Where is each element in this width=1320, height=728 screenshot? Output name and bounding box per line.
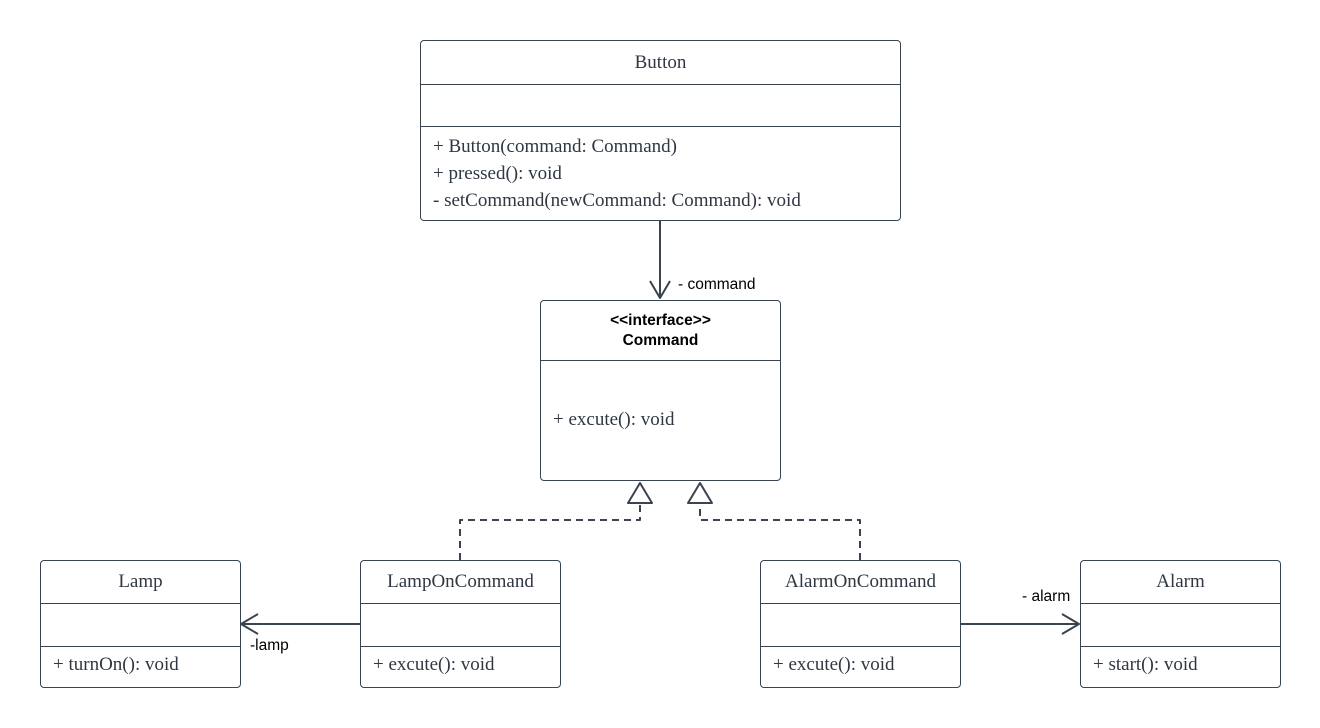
command-interface-header: <<interface>> Command bbox=[541, 301, 780, 361]
command-role-label: - command bbox=[678, 276, 756, 293]
alarm-class-name: Alarm bbox=[1156, 571, 1205, 592]
button-class-methods: + Button(command: Command) + pressed(): … bbox=[421, 127, 900, 220]
command-method: + excute(): void bbox=[553, 409, 675, 430]
lamp-on-command-class-attributes bbox=[361, 604, 560, 647]
button-class: Button + Button(command: Command) + pres… bbox=[420, 40, 901, 221]
alarm-class-attributes bbox=[1081, 604, 1280, 647]
command-interface-methods: + excute(): void bbox=[541, 361, 780, 480]
lamp-on-command-realization-triangle bbox=[627, 482, 653, 504]
alarm-on-command-class-attributes bbox=[761, 604, 960, 647]
lamp-class-attributes bbox=[41, 604, 240, 647]
alarm-on-command-realization-line bbox=[699, 503, 861, 560]
lamp-role-label: -lamp bbox=[250, 637, 289, 654]
lamp-on-command-class: LampOnCommand + excute(): void bbox=[360, 560, 561, 688]
button-command-open-arrowhead bbox=[649, 280, 671, 299]
interface-stereotype: <<interface>> bbox=[610, 311, 711, 329]
command-interface-name: Command bbox=[622, 331, 699, 349]
alarm-role-label: - alarm bbox=[1022, 588, 1071, 605]
lamp-class-header: Lamp bbox=[41, 561, 240, 604]
button-class-header: Button bbox=[421, 41, 900, 85]
alarm-open-arrowhead bbox=[1061, 613, 1080, 635]
alarm-method: + start(): void bbox=[1093, 654, 1198, 675]
alarm-on-command-class-methods: + excute(): void bbox=[761, 647, 960, 687]
lamp-method: + turnOn(): void bbox=[53, 654, 179, 675]
lamp-on-command-realization-line bbox=[459, 503, 641, 560]
lamp-class-methods: + turnOn(): void bbox=[41, 647, 240, 687]
button-method: + Button(command: Command) bbox=[433, 136, 677, 157]
button-class-attributes bbox=[421, 85, 900, 127]
alarm-on-command-realization-triangle bbox=[687, 482, 713, 504]
lamp-on-command-class-methods: + excute(): void bbox=[361, 647, 560, 687]
command-interface: <<interface>> Command + excute(): void bbox=[540, 300, 781, 481]
alarm-on-command-class-name: AlarmOnCommand bbox=[785, 571, 936, 592]
alarm-on-command-method: + excute(): void bbox=[773, 654, 895, 675]
button-class-name: Button bbox=[634, 51, 687, 73]
alarm-class: Alarm + start(): void bbox=[1080, 560, 1281, 688]
lamp-on-command-class-name: LampOnCommand bbox=[387, 571, 534, 592]
lamp-on-command-method: + excute(): void bbox=[373, 654, 495, 675]
alarm-on-command-class-header: AlarmOnCommand bbox=[761, 561, 960, 604]
button-method: + pressed(): void bbox=[433, 163, 562, 184]
alarm-class-header: Alarm bbox=[1081, 561, 1280, 604]
lamp-open-arrowhead bbox=[240, 613, 259, 635]
lamp-on-command-class-header: LampOnCommand bbox=[361, 561, 560, 604]
alarm-class-methods: + start(): void bbox=[1081, 647, 1280, 687]
button-method: - setCommand(newCommand: Command): void bbox=[433, 190, 801, 211]
lamp-class-name: Lamp bbox=[118, 571, 163, 592]
alarm-on-command-class: AlarmOnCommand + excute(): void bbox=[760, 560, 961, 688]
lamp-class: Lamp + turnOn(): void bbox=[40, 560, 241, 688]
